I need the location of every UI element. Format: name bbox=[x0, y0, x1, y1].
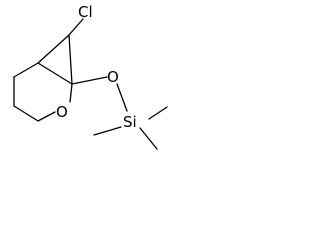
silicon-label: Si bbox=[123, 113, 137, 131]
bond-c3-c2 bbox=[13, 105, 39, 122]
bond-c7-c1 bbox=[68, 34, 73, 85]
bond-ring-oxygen-c1 bbox=[69, 83, 73, 103]
atom-labels: Cl O O Si bbox=[56, 3, 137, 131]
bond-c1-ether-oxygen bbox=[71, 76, 108, 85]
bond-c1-c5 bbox=[37, 62, 73, 85]
bond-c7-chlorine bbox=[68, 18, 84, 36]
bond-c5-c7 bbox=[37, 34, 70, 64]
bond-silicon-methyl-left bbox=[93, 126, 122, 136]
bond-ether-oxygen-silicon bbox=[116, 83, 128, 112]
ring-oxygen-label: O bbox=[56, 103, 68, 121]
bond-silicon-methyl-bottom bbox=[139, 127, 158, 150]
chlorine-label: Cl bbox=[78, 3, 93, 21]
ether-oxygen-label: O bbox=[107, 68, 119, 86]
bond-c5-c4 bbox=[13, 62, 39, 78]
bond-c2-ring-oxygen bbox=[37, 111, 56, 122]
bonds bbox=[13, 18, 168, 150]
chemical-structure: Cl O O Si bbox=[13, 3, 168, 150]
bond-silicon-methyl-right bbox=[148, 106, 168, 120]
